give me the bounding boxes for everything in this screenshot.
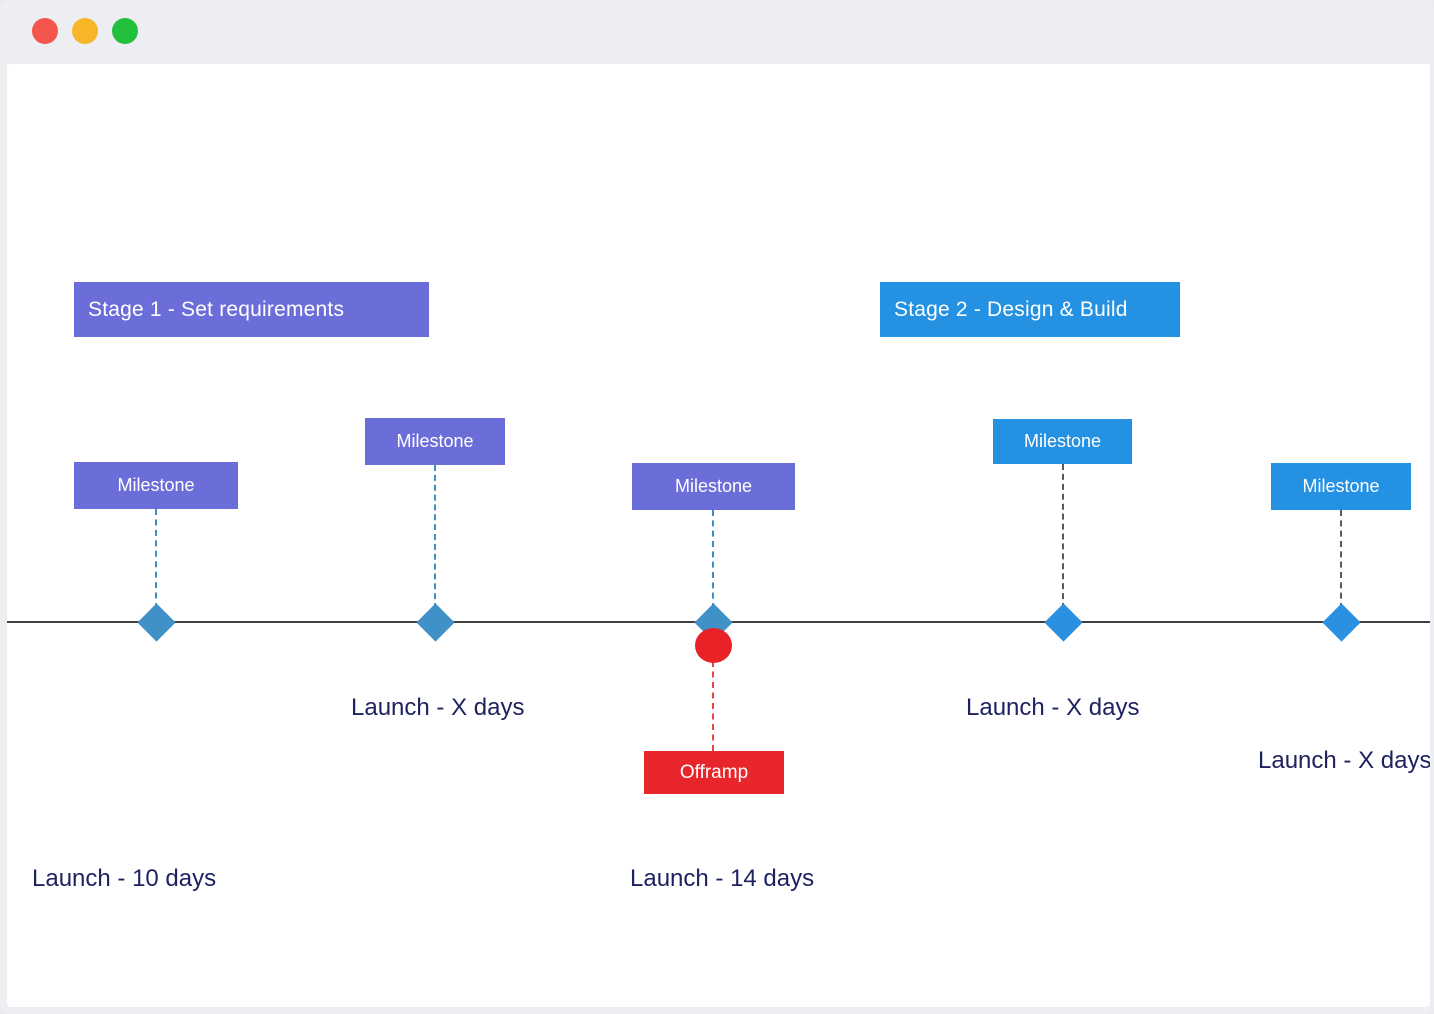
- launch-label-3[interactable]: Launch - 14 days: [630, 865, 815, 892]
- milestone-5-diamond-marker[interactable]: [1322, 603, 1361, 642]
- stage-1-label: Stage 1 - Set requirements: [88, 297, 345, 321]
- stage-1-box[interactable]: Stage 1 - Set requirements: [74, 282, 429, 337]
- close-window-button[interactable]: [32, 18, 58, 44]
- offramp-label: Offramp: [679, 761, 749, 783]
- milestone-4-label: Milestone: [1023, 431, 1102, 451]
- offramp-connector-line: [712, 661, 714, 751]
- milestone-2-box[interactable]: Milestone: [365, 418, 505, 465]
- diagram-canvas[interactable]: Stage 1 - Set requirements Stage 2 - Des…: [7, 64, 1430, 1007]
- launch-label-5[interactable]: Launch - X days: [1258, 747, 1430, 774]
- milestone-4-diamond-marker[interactable]: [1044, 603, 1083, 642]
- zoom-window-button[interactable]: [112, 18, 138, 44]
- milestone-3-box[interactable]: Milestone: [632, 463, 795, 510]
- milestone-5-box[interactable]: Milestone: [1271, 463, 1411, 510]
- launch-label-2[interactable]: Launch - X days: [351, 694, 525, 721]
- milestone-3-label: Milestone: [674, 476, 753, 496]
- stage-2-label: Stage 2 - Design & Build: [894, 297, 1128, 321]
- milestone-1-diamond-marker[interactable]: [137, 603, 176, 642]
- milestone-3-connector-line: [712, 510, 714, 609]
- milestone-4-connector-line: [1062, 464, 1064, 609]
- milestone-2-diamond-marker[interactable]: [416, 603, 455, 642]
- minimize-window-button[interactable]: [72, 18, 98, 44]
- launch-label-4[interactable]: Launch - X days: [966, 694, 1140, 721]
- offramp-dot-marker[interactable]: [695, 628, 732, 663]
- milestone-5-connector-line: [1340, 510, 1342, 609]
- milestone-5-label: Milestone: [1302, 476, 1380, 496]
- offramp-box[interactable]: Offramp: [644, 751, 784, 794]
- milestone-2-label: Milestone: [396, 431, 474, 451]
- milestone-4-box[interactable]: Milestone: [993, 419, 1132, 464]
- window-titlebar: [0, 0, 1434, 64]
- stage-2-box[interactable]: Stage 2 - Design & Build: [880, 282, 1180, 337]
- milestone-1-connector-line: [155, 509, 157, 609]
- milestone-1-box[interactable]: Milestone: [74, 462, 238, 509]
- milestone-1-label: Milestone: [117, 475, 195, 495]
- launch-label-1[interactable]: Launch - 10 days: [32, 865, 217, 892]
- milestone-2-connector-line: [434, 465, 436, 609]
